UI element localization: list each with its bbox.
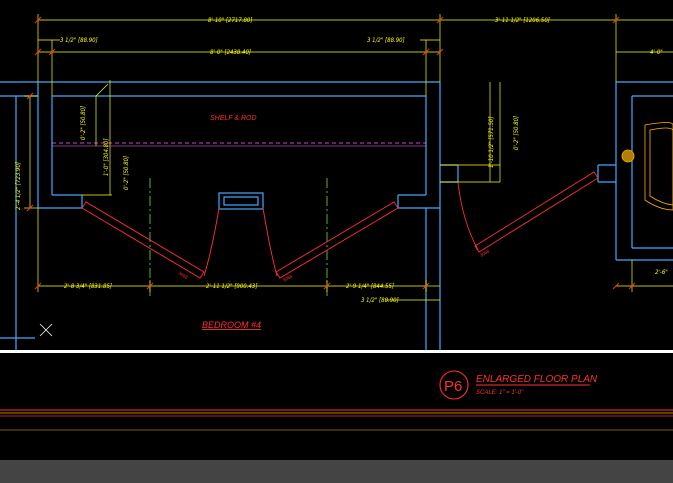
- dim-shelf-v2: 1'-0" [304.80]: [103, 138, 110, 176]
- door-label-right: 3068: [282, 273, 294, 283]
- drawing-tag: P6: [444, 378, 462, 395]
- status-bar: [0, 460, 673, 483]
- dim-shelf-v1: 0'-2" [50.80]: [80, 106, 87, 140]
- dim-overall-left: 8'-10" [2717.80]: [208, 17, 252, 24]
- centerlines: [149, 178, 328, 296]
- toilet-fixture: [621, 122, 673, 211]
- title-block: P6 ENLARGED FLOOR PLAN SCALE: 1" = 1'-0": [439, 370, 598, 400]
- shelf-rod: [52, 142, 426, 147]
- shelf-label: SHELF & ROD: [210, 115, 257, 122]
- dimension-lines: [24, 14, 673, 301]
- dim-overall-right: 3'-11 1/2" [1206.50]: [495, 17, 550, 24]
- drawing-tag-circle: [439, 370, 469, 400]
- doors: [81, 171, 599, 279]
- drawing-scale: SCALE: 1" = 1'-0": [476, 390, 524, 396]
- crosshair-icon: [39, 323, 53, 337]
- dim-top-right-offset: 3 1/2" [88.90]: [367, 37, 405, 44]
- dim-bottom-right-offset: 3 1/2" [88.90]: [361, 297, 399, 304]
- door-label-left: 3068: [178, 271, 190, 281]
- dim-far-right: 4'-0": [650, 49, 663, 56]
- walls: [0, 81, 673, 350]
- dim-right-v2: 0'-2" [50.80]: [513, 116, 520, 150]
- sheet-border: [0, 350, 673, 431]
- room-label: BEDROOM #4: [202, 320, 261, 330]
- floor-plan-drawing[interactable]: 8'-10" [2717.80] 3'-11 1/2" [1206.50] 3 …: [0, 0, 673, 460]
- dim-far-right-bottom: 2'-6": [655, 269, 668, 276]
- dim-bottom-left: 2'-8 3/4" [831.85]: [64, 283, 112, 290]
- dim-top-left-offset: 3 1/2" [88.90]: [60, 37, 98, 44]
- dim-shelf-v3: 0'-2" [50.80]: [123, 156, 130, 190]
- dimension-ticks: [26, 16, 636, 290]
- dim-bottom-mid: 2'-11 1/2" [900.43]: [206, 283, 257, 290]
- drawing-title: ENLARGED FLOOR PLAN: [476, 374, 598, 385]
- dim-left-vertical: 2'-4 1/2" [723.90]: [15, 162, 22, 210]
- dim-bottom-right: 2'-9 1/4" [844.55]: [346, 283, 394, 290]
- dim-inner-width: 8'-0" [2438.40]: [210, 49, 251, 56]
- door-label-bath: 3068: [479, 248, 491, 258]
- dim-right-v1: 1'-10 1/2" [571.50]: [488, 117, 495, 168]
